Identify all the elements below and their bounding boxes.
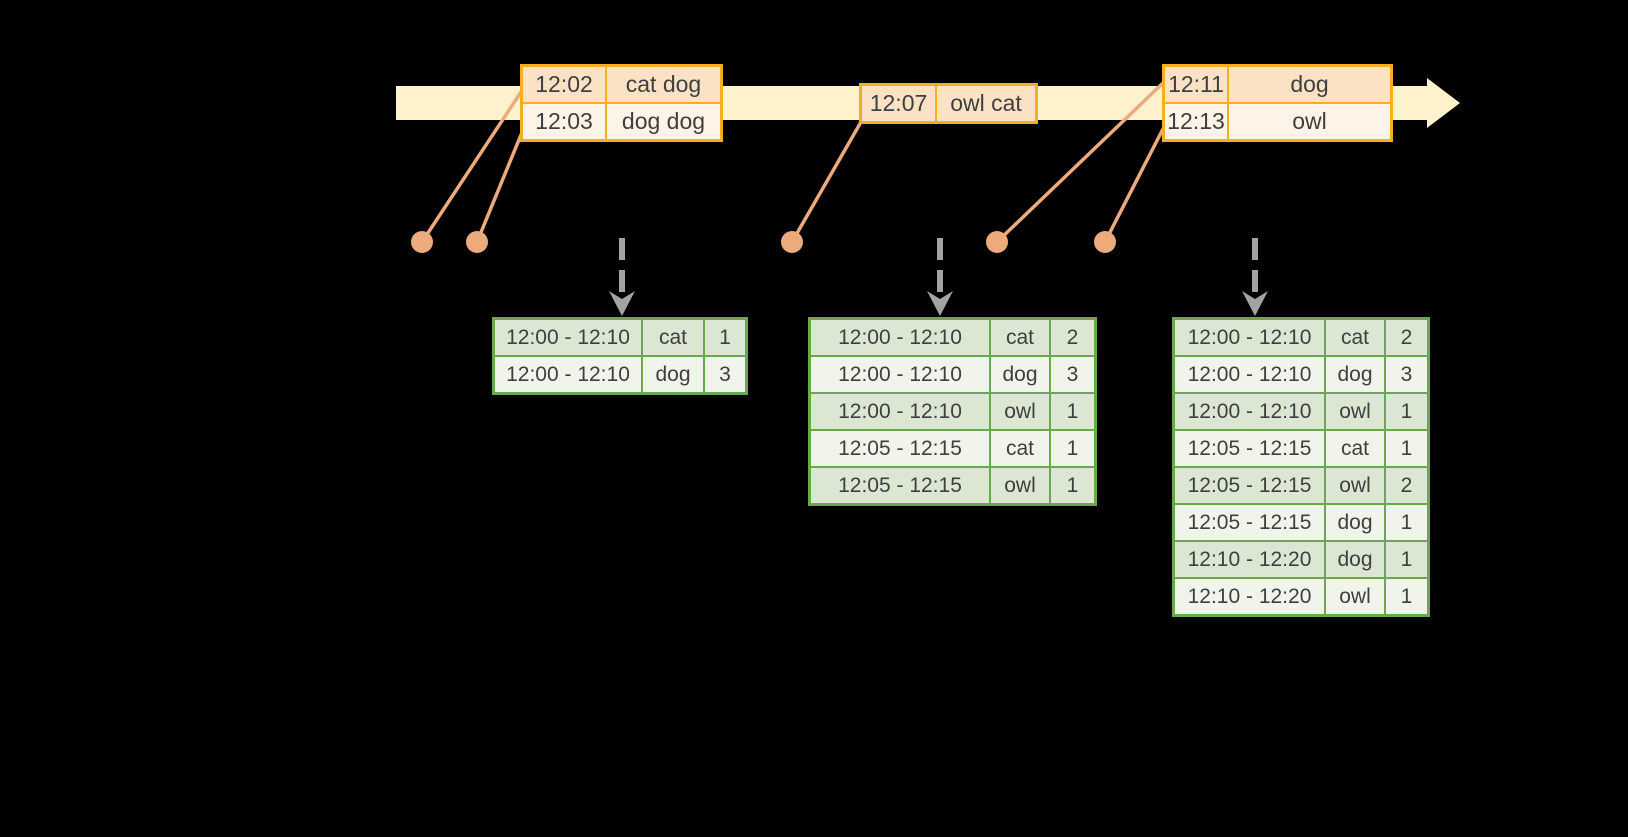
word-cell: cat xyxy=(1326,320,1384,355)
result-table-1: 12:00 - 12:10 cat 1 12:00 - 12:10 dog 3 xyxy=(492,317,748,395)
word-cell: owl xyxy=(1326,468,1384,503)
word-cell: cat xyxy=(991,320,1049,355)
event-dot xyxy=(781,231,803,253)
count-cell: 1 xyxy=(1386,431,1427,466)
arrow-down-icon xyxy=(927,291,953,316)
event-dot xyxy=(411,231,433,253)
window-cell: 12:05 - 12:15 xyxy=(811,431,989,466)
window-cell: 12:10 - 12:20 xyxy=(1175,542,1324,577)
leader-line xyxy=(1103,125,1166,244)
word-cell: owl xyxy=(991,394,1049,429)
word-cell: dog xyxy=(1326,505,1384,540)
count-cell: 3 xyxy=(705,357,745,392)
event-time-cell: 12:07 xyxy=(862,86,935,121)
count-cell: 1 xyxy=(705,320,745,355)
event-table-1: 12:02 cat dog 12:03 dog dog xyxy=(520,64,723,142)
word-cell: dog xyxy=(1326,357,1384,392)
word-cell: cat xyxy=(1326,431,1384,466)
event-words-cell: owl cat xyxy=(937,86,1035,121)
event-table-3: 12:11 dog 12:13 owl xyxy=(1162,64,1393,142)
count-cell: 1 xyxy=(1051,468,1094,503)
window-cell: 12:05 - 12:15 xyxy=(1175,505,1324,540)
event-words-cell: owl xyxy=(1229,104,1390,139)
event-dots xyxy=(411,231,1116,253)
word-cell: cat xyxy=(991,431,1049,466)
count-cell: 1 xyxy=(1386,505,1427,540)
result-table-2: 12:00 - 12:10 cat 2 12:00 - 12:10 dog 3 … xyxy=(808,317,1097,506)
leader-line xyxy=(790,120,863,244)
arrow-down-icon xyxy=(609,291,635,316)
word-cell: owl xyxy=(1326,394,1384,429)
count-cell: 1 xyxy=(1051,394,1094,429)
window-cell: 12:00 - 12:10 xyxy=(811,394,989,429)
result-table-3: 12:00 - 12:10 cat 2 12:00 - 12:10 dog 3 … xyxy=(1172,317,1430,617)
event-time-cell: 12:03 xyxy=(523,104,605,139)
window-cell: 12:00 - 12:10 xyxy=(1175,320,1324,355)
window-cell: 12:00 - 12:10 xyxy=(495,357,641,392)
trigger-arrowheads xyxy=(609,291,1268,316)
event-dot xyxy=(986,231,1008,253)
timeline-arrowhead-icon xyxy=(1427,78,1460,128)
event-words-cell: cat dog xyxy=(607,67,720,102)
count-cell: 2 xyxy=(1386,320,1427,355)
window-cell: 12:10 - 12:20 xyxy=(1175,579,1324,614)
window-cell: 12:00 - 12:10 xyxy=(1175,357,1324,392)
event-table-2: 12:07 owl cat xyxy=(859,83,1038,124)
word-cell: dog xyxy=(643,357,703,392)
event-words-cell: dog dog xyxy=(607,104,720,139)
count-cell: 1 xyxy=(1386,542,1427,577)
window-cell: 12:05 - 12:15 xyxy=(811,468,989,503)
window-cell: 12:00 - 12:10 xyxy=(495,320,641,355)
count-cell: 1 xyxy=(1386,579,1427,614)
event-time-cell: 12:11 xyxy=(1165,67,1227,102)
word-cell: cat xyxy=(643,320,703,355)
trigger-arrows xyxy=(619,238,1258,297)
leader-line xyxy=(475,128,525,244)
arrow-down-icon xyxy=(1242,291,1268,316)
event-dot xyxy=(1094,231,1116,253)
count-cell: 2 xyxy=(1051,320,1094,355)
word-cell: dog xyxy=(1326,542,1384,577)
window-cell: 12:00 - 12:10 xyxy=(1175,394,1324,429)
event-dot xyxy=(466,231,488,253)
count-cell: 3 xyxy=(1386,357,1427,392)
window-cell: 12:05 - 12:15 xyxy=(1175,468,1324,503)
event-leader-lines xyxy=(420,80,1166,244)
event-time-cell: 12:13 xyxy=(1165,104,1227,139)
window-cell: 12:00 - 12:10 xyxy=(811,357,989,392)
leader-line xyxy=(995,80,1166,244)
count-cell: 1 xyxy=(1051,431,1094,466)
word-cell: owl xyxy=(1326,579,1384,614)
leader-line xyxy=(420,90,523,244)
window-cell: 12:00 - 12:10 xyxy=(811,320,989,355)
count-cell: 2 xyxy=(1386,468,1427,503)
word-cell: owl xyxy=(991,468,1049,503)
word-cell: dog xyxy=(991,357,1049,392)
count-cell: 3 xyxy=(1051,357,1094,392)
count-cell: 1 xyxy=(1386,394,1427,429)
event-time-cell: 12:02 xyxy=(523,67,605,102)
event-words-cell: dog xyxy=(1229,67,1390,102)
window-cell: 12:05 - 12:15 xyxy=(1175,431,1324,466)
